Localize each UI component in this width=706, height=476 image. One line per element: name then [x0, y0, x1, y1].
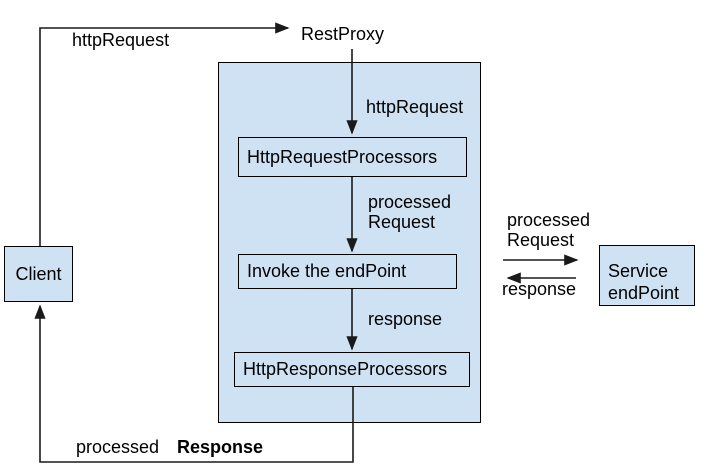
http-response-processors-node: HttpResponseProcessors — [234, 352, 470, 387]
response-inner-edge-label: response — [368, 309, 443, 329]
processed-request-right-edge-label: processed Request — [507, 210, 590, 250]
invoke-endpoint-node: Invoke the endPoint — [238, 254, 457, 289]
http-response-processors-label: HttpResponseProcessors — [243, 359, 448, 379]
service-endpoint-label-line1: Service — [608, 261, 669, 281]
httprequest-inner-edge-label: httpRequest — [366, 97, 464, 117]
processed-request-right-line1: processed — [507, 210, 591, 230]
invoke-endpoint-label: Invoke the endPoint — [247, 261, 407, 281]
processed-request-inner-line2: Request — [368, 212, 436, 232]
response-right-edge-label: response — [502, 279, 577, 299]
response-bottom-edge-label: Response — [177, 437, 264, 457]
http-request-processors-node: HttpRequestProcessors — [238, 137, 467, 177]
service-endpoint-label-line2: endPoint — [608, 283, 680, 303]
processed-request-inner-line1: processed — [368, 192, 452, 212]
processed-bottom-edge-label: processed — [76, 437, 160, 457]
processed-request-right-line2: Request — [507, 230, 575, 250]
client-node-label: Client — [15, 263, 62, 284]
httprequest-top-edge-label: httpRequest — [72, 30, 170, 50]
service-endpoint-node: Service endPoint — [599, 245, 695, 306]
processed-request-inner-edge-label: processed Request — [368, 192, 451, 232]
http-request-processors-label: HttpRequestProcessors — [247, 146, 438, 167]
client-node: Client — [4, 246, 73, 302]
restproxy-label: RestProxy — [301, 24, 385, 44]
